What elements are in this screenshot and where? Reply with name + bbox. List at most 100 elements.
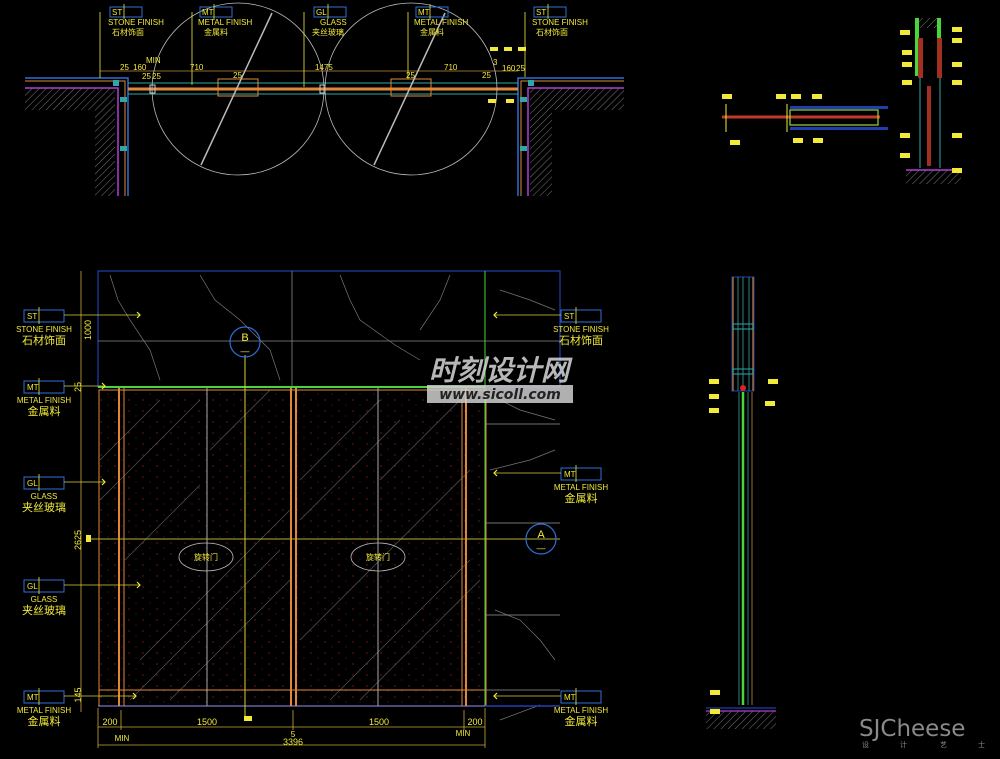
brand-watermark: SJCheese 设 计 艺 士: [859, 716, 985, 749]
stone-vein-lines-right: [489, 394, 556, 721]
callout-cn: 金属料: [28, 404, 61, 418]
brand-sub: 士: [978, 740, 985, 749]
callout-cn: 夹丝玻璃: [22, 603, 66, 617]
callout-code: MT: [564, 470, 576, 479]
callout-cn: 夹丝玻璃: [22, 500, 66, 514]
callout-en: STONE FINISH: [553, 325, 609, 334]
door-label: 旋转门: [366, 552, 390, 562]
left-wall-hatch: [25, 88, 115, 110]
callout-code: MT: [564, 693, 576, 702]
callout-cn: 石材饰面: [22, 333, 66, 347]
left-wall-stone-line: [25, 77, 129, 196]
left-wall-magenta-line: [25, 87, 119, 196]
callout-en: GLASS: [31, 492, 58, 501]
callout-code: MT: [27, 693, 39, 702]
callout-en: METAL FINISH: [414, 18, 468, 27]
dim-text: 710: [190, 63, 204, 72]
dim-horizontal: 5: [291, 730, 296, 739]
door-leaf-left: [200, 12, 273, 166]
dim-min-label: MIN: [115, 734, 130, 743]
section-marker-a: A —: [525, 523, 557, 555]
dim-min-label: MIN: [456, 729, 471, 738]
callout-en: STONE FINISH: [532, 18, 588, 27]
door-leaf-right: [373, 12, 446, 166]
right-clip: [520, 146, 527, 151]
callout-cn: 金属料: [565, 491, 598, 505]
dim-text: 25: [233, 71, 242, 80]
dim-overall: 3396: [283, 737, 303, 747]
callout-cn: 金属料: [204, 27, 228, 37]
pivot-box-left: [217, 78, 259, 97]
brand-sub: 计: [900, 740, 907, 749]
plan-dimensions: 25 160 MIN 25 25 710 25 1475 710 25 3 16…: [120, 47, 526, 103]
left-wall-metal-line: [25, 80, 126, 196]
dim-vertical: 2625: [73, 530, 83, 550]
glass-hatch: [99, 389, 481, 701]
callout-cn: 金属料: [28, 714, 61, 728]
callout-en: GLASS: [320, 18, 347, 27]
dim-text: 710: [444, 63, 458, 72]
pivot-box-right: [390, 78, 432, 97]
dim-text: 1475: [315, 63, 333, 72]
dim-horizontal: 1500: [369, 717, 389, 727]
section-detail-tall: [706, 276, 778, 729]
plan-view: ST STONE FINISH 石材饰面 MT METAL FINISH 金属料…: [25, 2, 624, 196]
dim-text: 25: [516, 64, 525, 73]
callout-code: ST: [27, 312, 37, 321]
callout-code: GL: [27, 582, 38, 591]
brand-name: SJCheese: [859, 716, 965, 742]
svg-text:—: —: [241, 346, 250, 356]
callout-code: MT: [27, 383, 39, 392]
dim-text: 25: [482, 71, 491, 80]
site-watermark: 时刻设计网 www.sicoll.com: [427, 354, 573, 403]
dim-vertical: 145: [73, 687, 83, 702]
dim-text: 25: [406, 71, 415, 80]
dim-vertical: 25: [73, 382, 83, 392]
revolving-door-label: 旋转门: [178, 542, 234, 572]
callout-en: GLASS: [31, 595, 58, 604]
dim-horizontal: 200: [467, 717, 482, 727]
elevation-view: 旋转门 旋转门 B — A — 1000 25 2625 145 200: [73, 270, 561, 748]
section-detail-horizontal: [722, 94, 888, 145]
left-clip: [113, 80, 119, 86]
plan-callout: ST STONE FINISH 石材饰面: [524, 4, 588, 77]
callout-en: METAL FINISH: [17, 706, 71, 715]
right-wall-metal-line: [520, 80, 624, 196]
left-clip: [120, 97, 127, 102]
callout-cn: 石材饰面: [559, 333, 603, 347]
section-detail-vertical: [900, 18, 962, 184]
dim-text: 3: [493, 58, 498, 67]
door-swing-circle-right: [324, 2, 498, 176]
right-wall-return-hatch: [530, 110, 552, 196]
callout-en: METAL FINISH: [554, 483, 608, 492]
callout-en: METAL FINISH: [17, 396, 71, 405]
plan-callout: MT METAL FINISH 金属料: [407, 4, 468, 79]
callout-code: ST: [536, 8, 546, 17]
plan-callout: MT METAL FINISH 金属料: [191, 4, 252, 85]
brand-sub: 艺: [940, 741, 947, 749]
left-clip: [120, 146, 127, 151]
callout-en: METAL FINISH: [198, 18, 252, 27]
callout-code: ST: [564, 312, 574, 321]
right-clip: [520, 97, 527, 102]
dim-horizontal: 1500: [197, 717, 217, 727]
dim-vertical: 1000: [83, 320, 93, 340]
callout-code: ST: [112, 8, 122, 17]
stone-vein-lines: [109, 274, 556, 381]
callout-code: GL: [27, 479, 38, 488]
callout-en: STONE FINISH: [16, 325, 72, 334]
revolving-door-label: 旋转门: [350, 542, 406, 572]
right-clip: [528, 80, 534, 86]
callout-en: METAL FINISH: [554, 706, 608, 715]
dim-text: 25: [120, 63, 129, 72]
door-label: 旋转门: [194, 552, 218, 562]
callout-cn: 石材饰面: [536, 27, 568, 37]
dim-text: 160: [133, 63, 147, 72]
brand-sub: 设: [862, 740, 869, 749]
